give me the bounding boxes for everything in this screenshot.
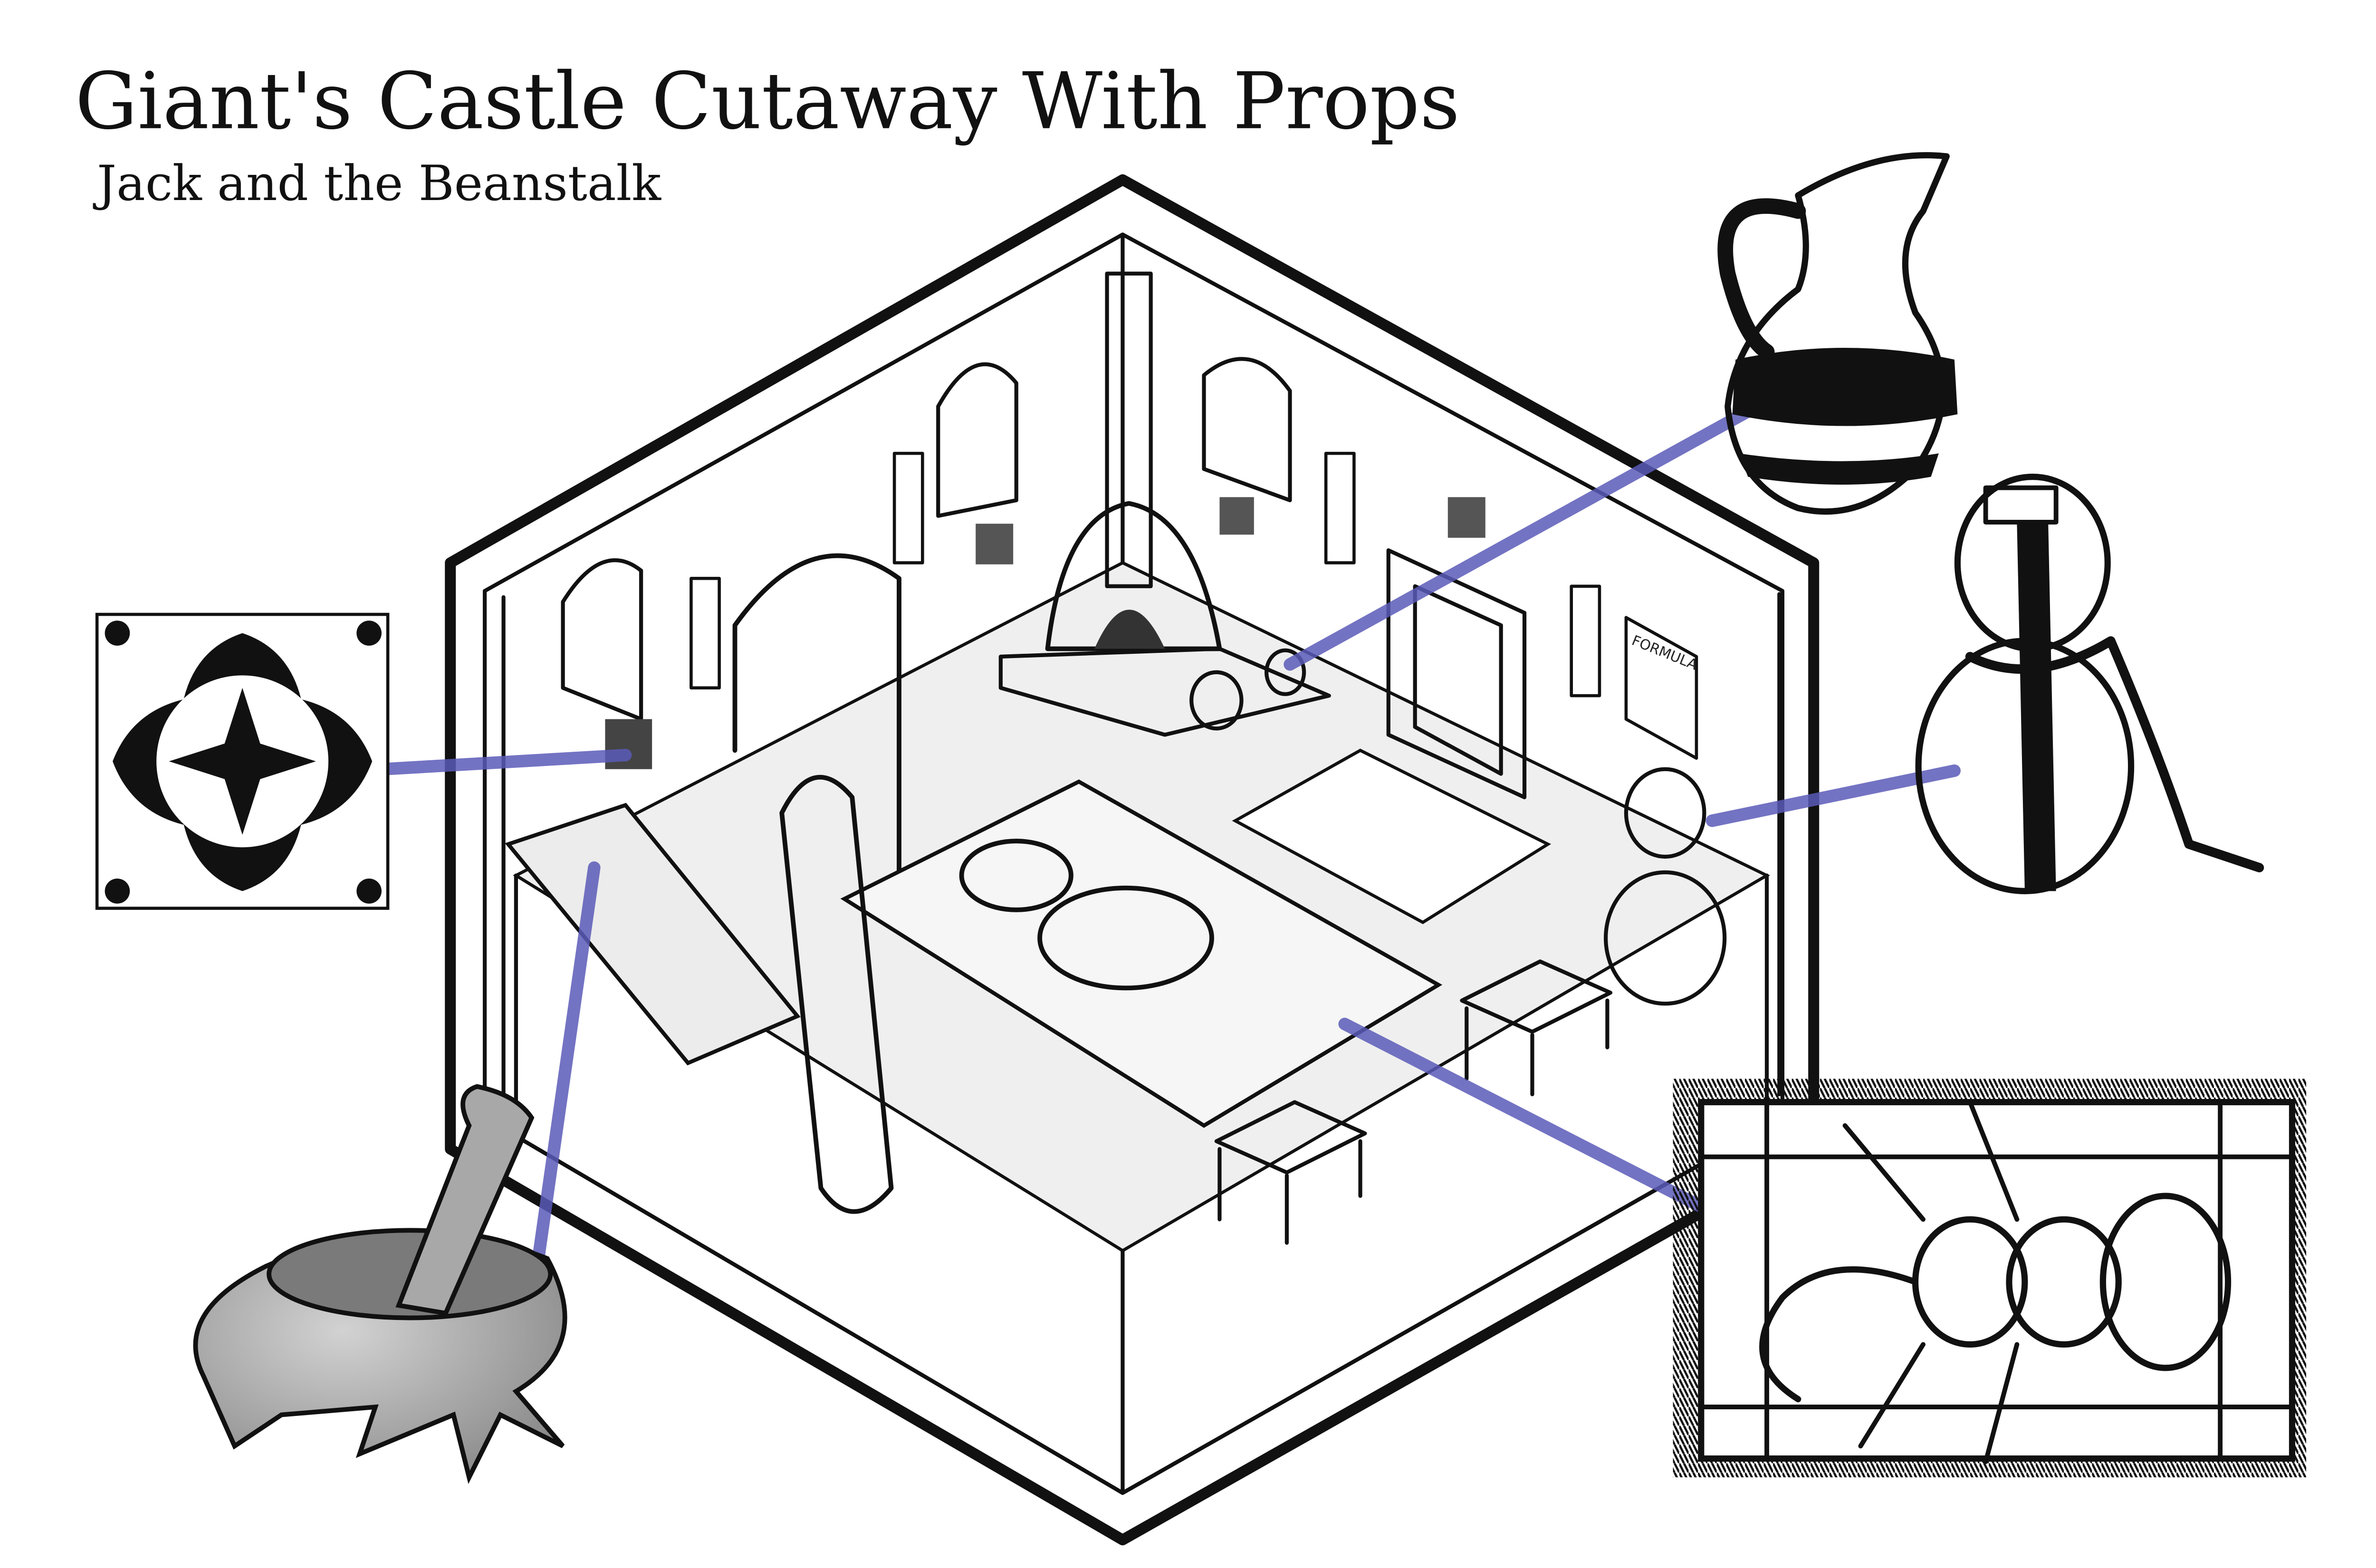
page-title: Giant's Castle Cutaway With Props bbox=[75, 56, 1460, 147]
connector-gourd bbox=[1705, 764, 1961, 827]
prop-connectors bbox=[377, 403, 1961, 1312]
prop-gourd bbox=[1915, 473, 2264, 894]
formula-poster bbox=[1624, 616, 1698, 760]
prop-mortar-and-pestle bbox=[193, 1084, 567, 1484]
connector-pitcher bbox=[1284, 403, 1758, 671]
castle-cutaway: FORMULA bbox=[445, 174, 1820, 1546]
prop-pitcher bbox=[1717, 152, 1958, 515]
connector-tile bbox=[377, 748, 632, 775]
hexagon-frame bbox=[445, 174, 1820, 1546]
prop-scorpion-rug bbox=[1673, 1079, 2307, 1478]
prop-tile bbox=[95, 612, 390, 910]
torch-icon bbox=[690, 451, 1601, 698]
connector-rug bbox=[1338, 1017, 1726, 1223]
page-subtitle: Jack and the Beanstalk bbox=[93, 155, 661, 212]
connector-mortar bbox=[525, 861, 601, 1312]
